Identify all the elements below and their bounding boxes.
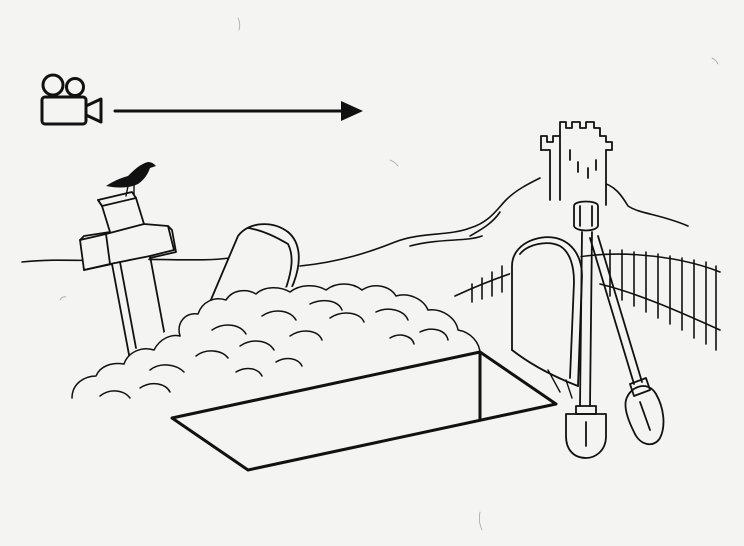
spade bbox=[589, 235, 665, 446]
shovel bbox=[565, 200, 607, 459]
grass-strokes bbox=[547, 369, 573, 399]
cross-gravestone bbox=[79, 191, 177, 361]
hill bbox=[21, 177, 689, 267]
paper-texture bbox=[59, 17, 719, 531]
picket-fence bbox=[454, 249, 721, 351]
castle-tower bbox=[540, 121, 613, 206]
arched-headstone bbox=[510, 235, 583, 387]
open-grave bbox=[170, 350, 558, 472]
arrow-right-icon bbox=[113, 101, 363, 121]
movie-camera-icon bbox=[40, 73, 103, 126]
crow bbox=[106, 162, 156, 197]
